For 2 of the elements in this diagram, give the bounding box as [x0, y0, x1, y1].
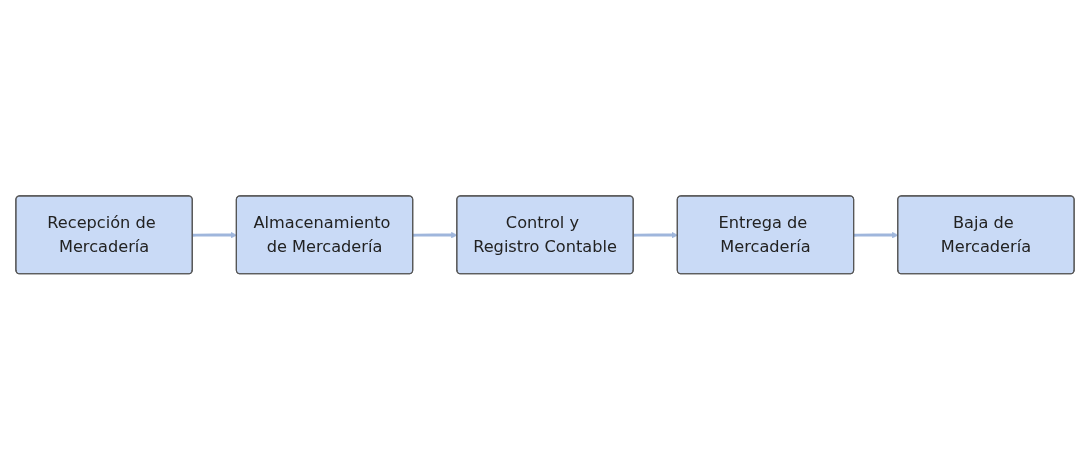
arrow [192, 231, 237, 238]
arrow [633, 231, 678, 238]
